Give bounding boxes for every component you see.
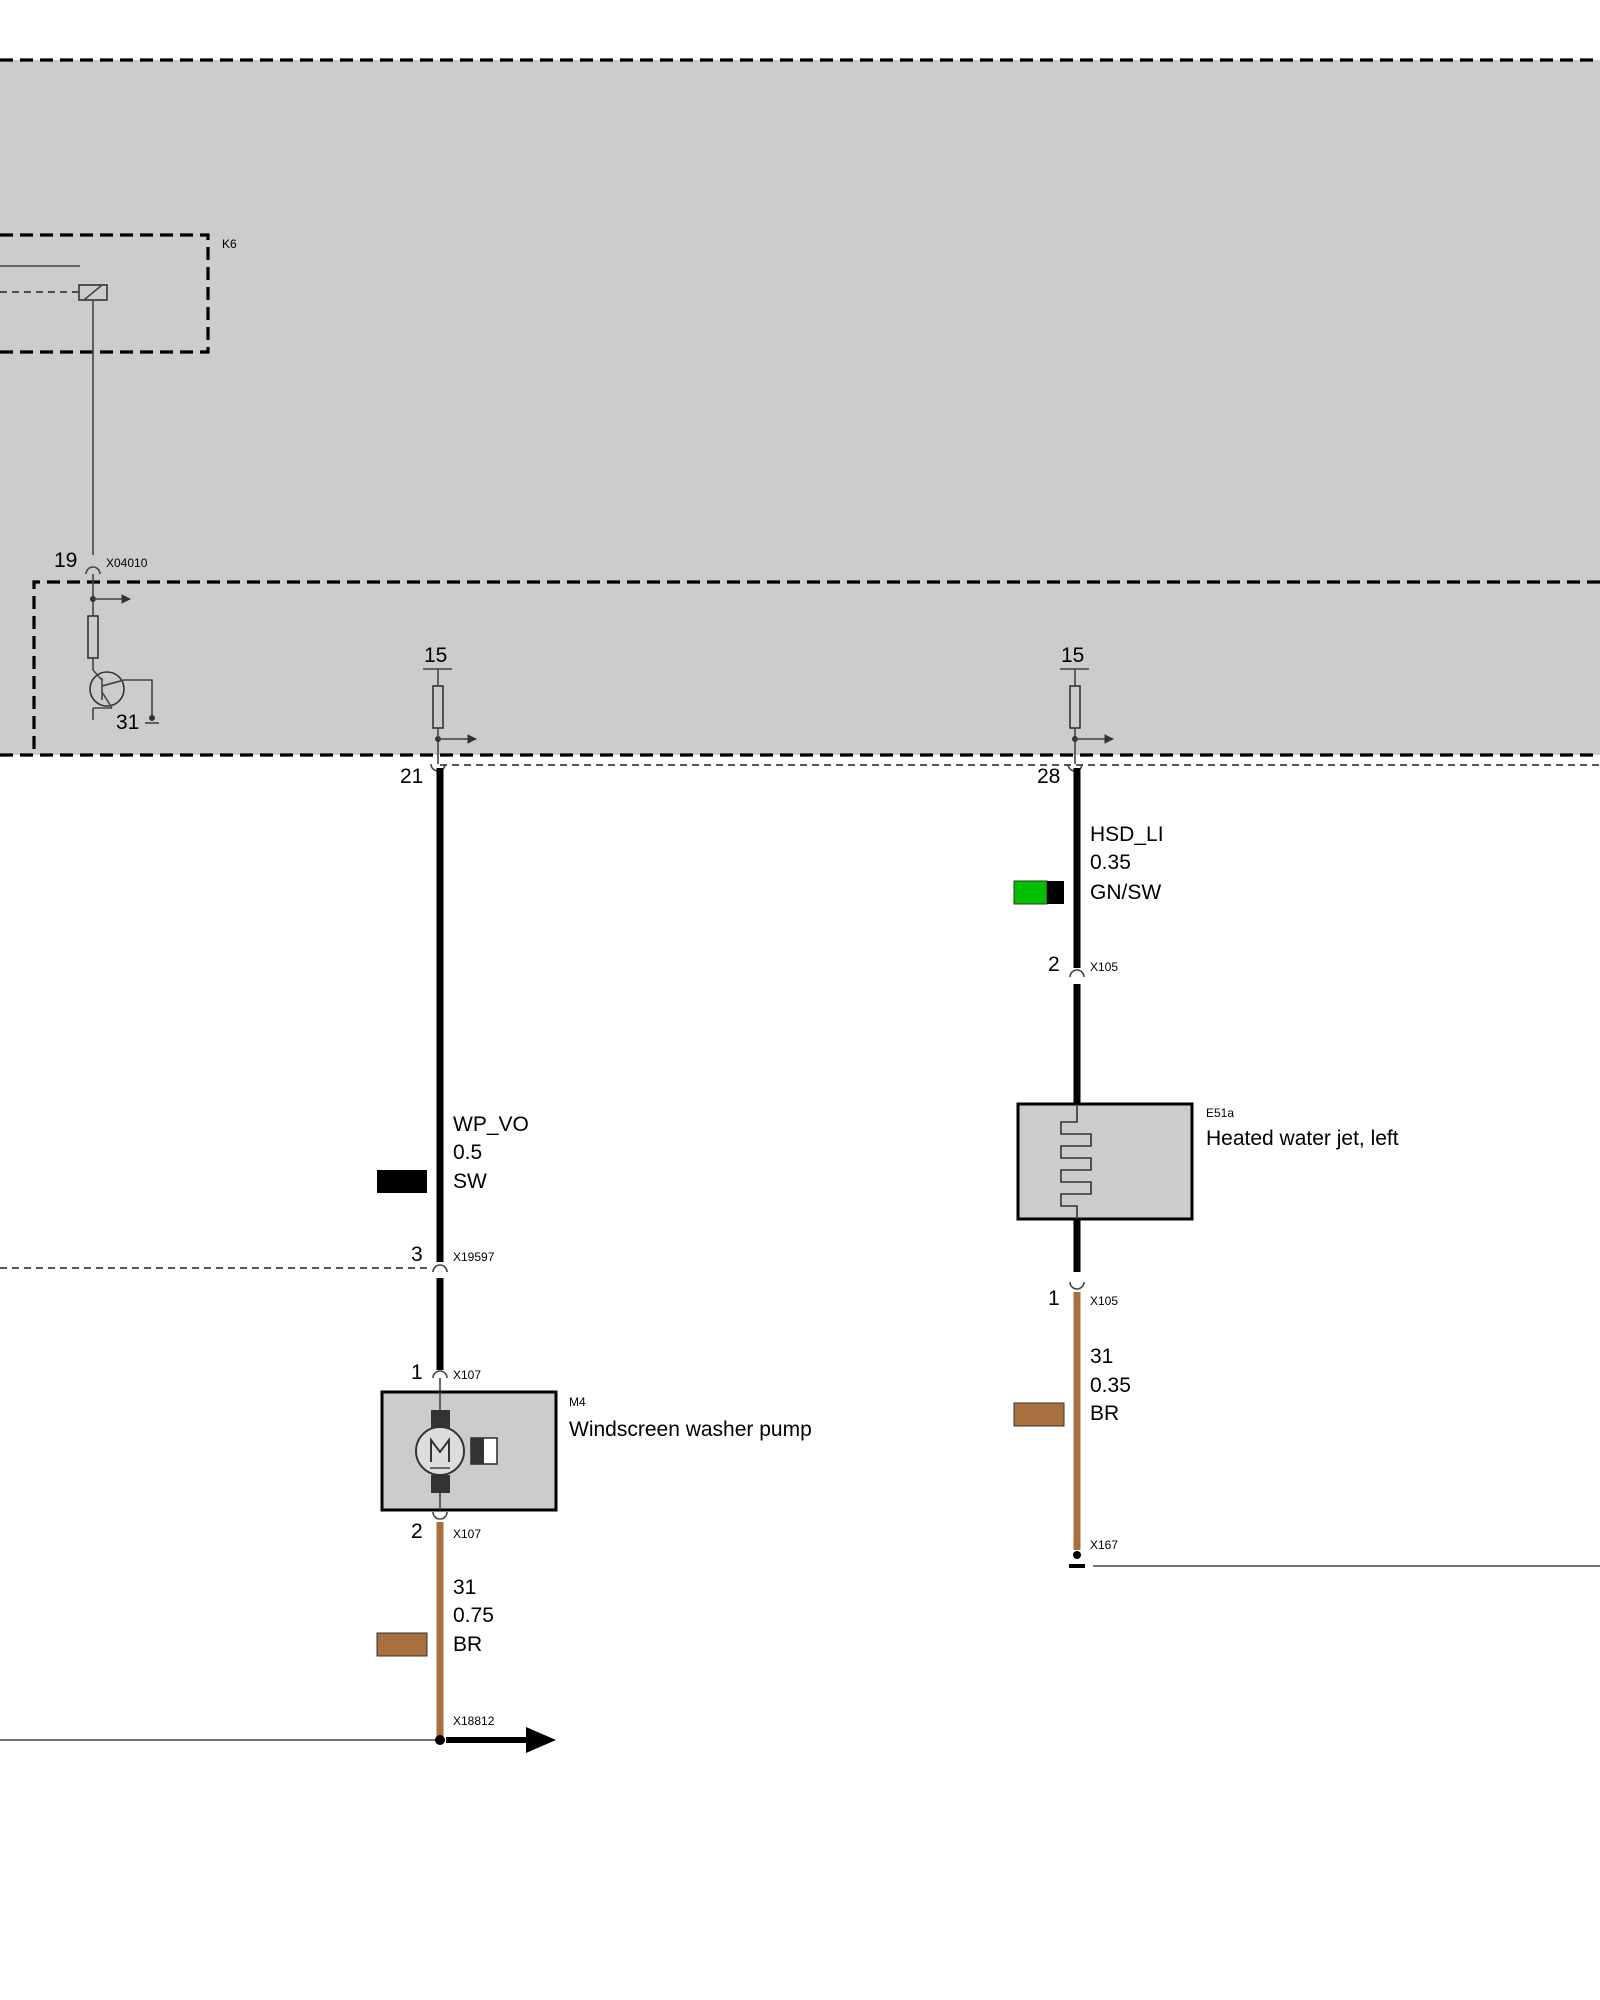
connector-x107-pin2: 2 <box>411 1520 423 1543</box>
wire-heater-ground-cross-section: 0.35 <box>1090 1374 1131 1397</box>
ground-arrow-icon <box>526 1727 556 1753</box>
control-module-boundary <box>0 58 1600 757</box>
wire-hsd-li-color-code: GN/SW <box>1090 881 1161 904</box>
connector-x105-pin1: 1 <box>1048 1287 1060 1310</box>
connector-x107-top-label: X107 <box>453 1368 481 1382</box>
swatch-black-stripe <box>1047 881 1064 904</box>
transistor-icon <box>89 671 125 707</box>
swatch-brown-right <box>1013 1402 1065 1427</box>
swatch-green <box>1013 880 1048 905</box>
wire-heater-ground-signal: 31 <box>1090 1345 1113 1368</box>
wire-hsd-li-signal: HSD_LI <box>1090 823 1164 846</box>
control-module-area <box>0 60 1600 755</box>
heater-name-label: Heated water jet, left <box>1206 1127 1399 1150</box>
supply-right-pin-label: 28 <box>1037 765 1060 788</box>
swatch-brown-left <box>376 1632 428 1657</box>
supply-left: 15 21 <box>400 644 477 788</box>
wire-heater-ground-color-code: BR <box>1090 1402 1119 1425</box>
wire-wp-vo-color-code: SW <box>453 1170 487 1193</box>
module-connector-x04010-label: X04010 <box>106 556 148 570</box>
heating-element-icon <box>1060 1104 1092 1219</box>
wire-pump-ground-color-code: BR <box>453 1633 482 1656</box>
connector-x107-pin1: 1 <box>411 1361 423 1384</box>
heater-e51a-box <box>1016 1102 1194 1221</box>
module-output-stage: 19 X04010 31 <box>54 549 159 734</box>
connector-x105-top-symbol <box>1069 969 1085 978</box>
pump-m4-box <box>380 1390 558 1512</box>
connector-x105-bottom-label: X105 <box>1090 1294 1118 1308</box>
output-stage-boundary <box>32 580 1600 755</box>
connector-x107-bottom-label: X107 <box>453 1527 481 1541</box>
motor-icon <box>415 1392 498 1510</box>
washer-pump-branch: WP_VO 0.5 SW 3 X19597 1 X107 M4 Windscre… <box>0 768 812 1753</box>
supply-right-terminal-label: 15 <box>1061 644 1084 667</box>
wire-wp-vo-cross-section: 0.5 <box>453 1141 482 1164</box>
pump-id-label: M4 <box>569 1395 586 1409</box>
connector-x105-top-label: X105 <box>1090 960 1118 974</box>
ground-x167-label: X167 <box>1090 1538 1118 1552</box>
supply-left-pin-label: 21 <box>400 765 423 788</box>
relay-k6-label: K6 <box>222 237 237 251</box>
connector-x105-pin2: 2 <box>1048 953 1060 976</box>
connector-x19597-symbol <box>432 1264 448 1273</box>
connector-x19597-pin: 3 <box>411 1243 423 1266</box>
module-pin-19-label: 19 <box>54 549 77 572</box>
supply-left-terminal-label: 15 <box>424 644 447 667</box>
connector-x107-bottom-symbol <box>432 1511 448 1520</box>
supply-right: 15 28 <box>1037 644 1114 788</box>
swatch-black <box>377 1170 427 1193</box>
connector-x19597-label: X19597 <box>453 1250 495 1264</box>
ground-x18812-label: X18812 <box>453 1714 495 1728</box>
connector-x107-top-symbol <box>432 1370 448 1379</box>
heated-jet-branch: HSD_LI 0.35 GN/SW 2 X105 E51a Heated wat… <box>1013 768 1600 1568</box>
connector-x105-bottom-symbol <box>1069 1281 1085 1290</box>
wire-pump-ground-signal: 31 <box>453 1576 476 1599</box>
wire-hsd-li-cross-section: 0.35 <box>1090 851 1131 874</box>
pump-name-label: Windscreen washer pump <box>569 1418 812 1441</box>
connector-symbol <box>85 566 101 575</box>
heater-id-label: E51a <box>1206 1106 1234 1120</box>
relay-k6: K6 <box>0 233 237 555</box>
wire-wp-vo-signal: WP_VO <box>453 1113 529 1136</box>
wire-pump-ground-cross-section: 0.75 <box>453 1604 494 1627</box>
module-ground-31-label: 31 <box>116 711 139 734</box>
